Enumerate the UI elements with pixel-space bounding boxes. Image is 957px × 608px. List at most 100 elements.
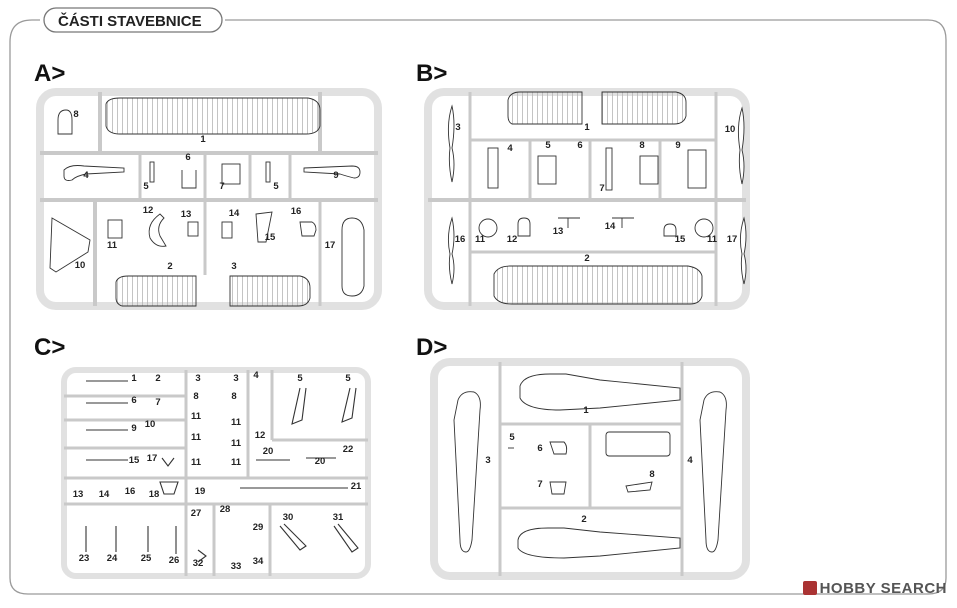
cowl-12-a	[148, 213, 167, 247]
part-number-a-3: 4	[83, 170, 89, 181]
part-number-c-2: 3	[195, 373, 200, 384]
upper-wing-b	[507, 91, 583, 125]
part-number-c-9: 8	[193, 391, 198, 402]
part-number-c-17: 11	[191, 457, 202, 468]
strut-5b-c	[341, 387, 357, 423]
part-number-c-30: 22	[343, 444, 354, 455]
frame-label-b: B>	[416, 60, 447, 87]
sprue-c	[61, 367, 371, 579]
engine-5-b	[537, 155, 557, 185]
part-number-b-3: 4	[507, 143, 513, 154]
title-tab	[43, 7, 223, 33]
part-number-c-1: 2	[155, 373, 160, 384]
part-number-c-27: 20	[263, 446, 274, 457]
part-number-b-9: 10	[725, 124, 736, 135]
part-5a-a	[149, 161, 155, 183]
frame-label-d: D>	[416, 334, 447, 361]
part-number-a-11: 11	[107, 240, 118, 251]
part-number-c-22: 15	[129, 455, 140, 466]
part-number-d-1: 2	[581, 514, 586, 525]
part-number-c-28: 20	[315, 456, 326, 467]
prop-17-b	[739, 216, 747, 285]
part-number-c-6: 5	[345, 373, 351, 384]
ring-17-a	[341, 217, 365, 297]
part-number-c-14: 11	[231, 417, 242, 428]
part-number-c-26: 19	[195, 486, 206, 497]
part-number-d-2: 3	[485, 455, 490, 466]
part-7-a	[221, 163, 241, 185]
part-number-a-15: 15	[265, 232, 276, 243]
part-number-c-37: 29	[253, 522, 264, 533]
panel-d	[605, 431, 671, 457]
part-number-c-33: 25	[141, 553, 152, 564]
part-number-a-7: 7	[219, 181, 224, 192]
engine-8-b	[639, 155, 659, 185]
sprue-d	[430, 358, 750, 580]
part-number-a-12: 12	[143, 205, 154, 216]
part-16-a	[299, 221, 317, 237]
strut-4-b	[487, 147, 499, 189]
strut-30-c	[279, 523, 307, 551]
part-number-c-7: 6	[131, 395, 136, 406]
outer-border	[9, 19, 947, 595]
fuselage-2-d	[517, 527, 681, 559]
part-number-a-14: 14	[229, 208, 240, 219]
part-number-c-36: 28	[220, 504, 231, 515]
part-number-b-11: 11	[707, 234, 718, 245]
wheel-11a-b	[478, 218, 498, 238]
sprue-a-parts	[49, 97, 365, 307]
part-number-a-8: 8	[73, 109, 78, 120]
part-number-a-16: 16	[291, 206, 302, 217]
part-number-b-13: 13	[553, 226, 564, 237]
sprue-d-parts	[453, 373, 727, 559]
part-number-c-34: 26	[169, 555, 180, 566]
tailplane-a	[49, 217, 91, 273]
seat-a	[57, 109, 73, 135]
part-number-c-5: 5	[297, 373, 303, 384]
part-6-d	[549, 441, 568, 455]
part-number-b-16: 16	[455, 234, 466, 245]
sprue-b-parts	[447, 91, 747, 305]
frame-label-c: C>	[34, 334, 65, 361]
part-number-d-6: 7	[537, 479, 542, 490]
part-number-c-18: 11	[231, 457, 242, 468]
sprue-b	[424, 88, 750, 310]
part-number-c-13: 11	[191, 411, 202, 422]
part-number-d-7: 8	[649, 469, 654, 480]
watermark: HOBBY SEARCH	[802, 580, 947, 597]
prop-3-b	[447, 104, 455, 183]
part-number-c-39: 31	[333, 512, 344, 523]
part-15-b	[663, 223, 677, 237]
strut-31-c	[333, 523, 359, 553]
fuselage-3-d	[453, 391, 481, 553]
strut-4-a	[63, 165, 125, 181]
part-number-c-25: 18	[149, 489, 160, 500]
part-number-c-38: 30	[283, 512, 294, 523]
prop-10-b	[737, 106, 745, 185]
part-32-c	[197, 549, 207, 563]
seat-12-b	[517, 217, 531, 237]
part-number-c-8: 7	[155, 397, 160, 408]
upper-wing-a	[105, 97, 321, 135]
part-number-c-29: 21	[351, 481, 362, 492]
strut-9-b	[687, 149, 707, 189]
part-13-b	[558, 217, 580, 228]
panel-11-a	[107, 219, 123, 239]
part-number-c-20: 13	[73, 489, 84, 500]
watermark-text: HOBBY SEARCH	[819, 580, 947, 597]
part-number-b-7: 8	[639, 140, 644, 151]
part-number-c-35: 27	[191, 508, 202, 519]
part-number-c-41: 33	[231, 561, 242, 572]
upper-wing-b2	[601, 91, 687, 125]
strut-5a-c	[291, 387, 307, 425]
prop-16-b	[447, 216, 455, 285]
part-number-a-1: 2	[167, 261, 172, 272]
part-number-d-4: 5	[509, 432, 515, 443]
part-number-c-32: 24	[107, 553, 118, 564]
part-number-c-19: 12	[255, 430, 266, 441]
part-number-b-15: 15	[675, 234, 686, 245]
part-number-b-0: 1	[584, 122, 590, 133]
part-number-c-3: 3	[233, 373, 238, 384]
strut-7-b	[605, 147, 613, 191]
